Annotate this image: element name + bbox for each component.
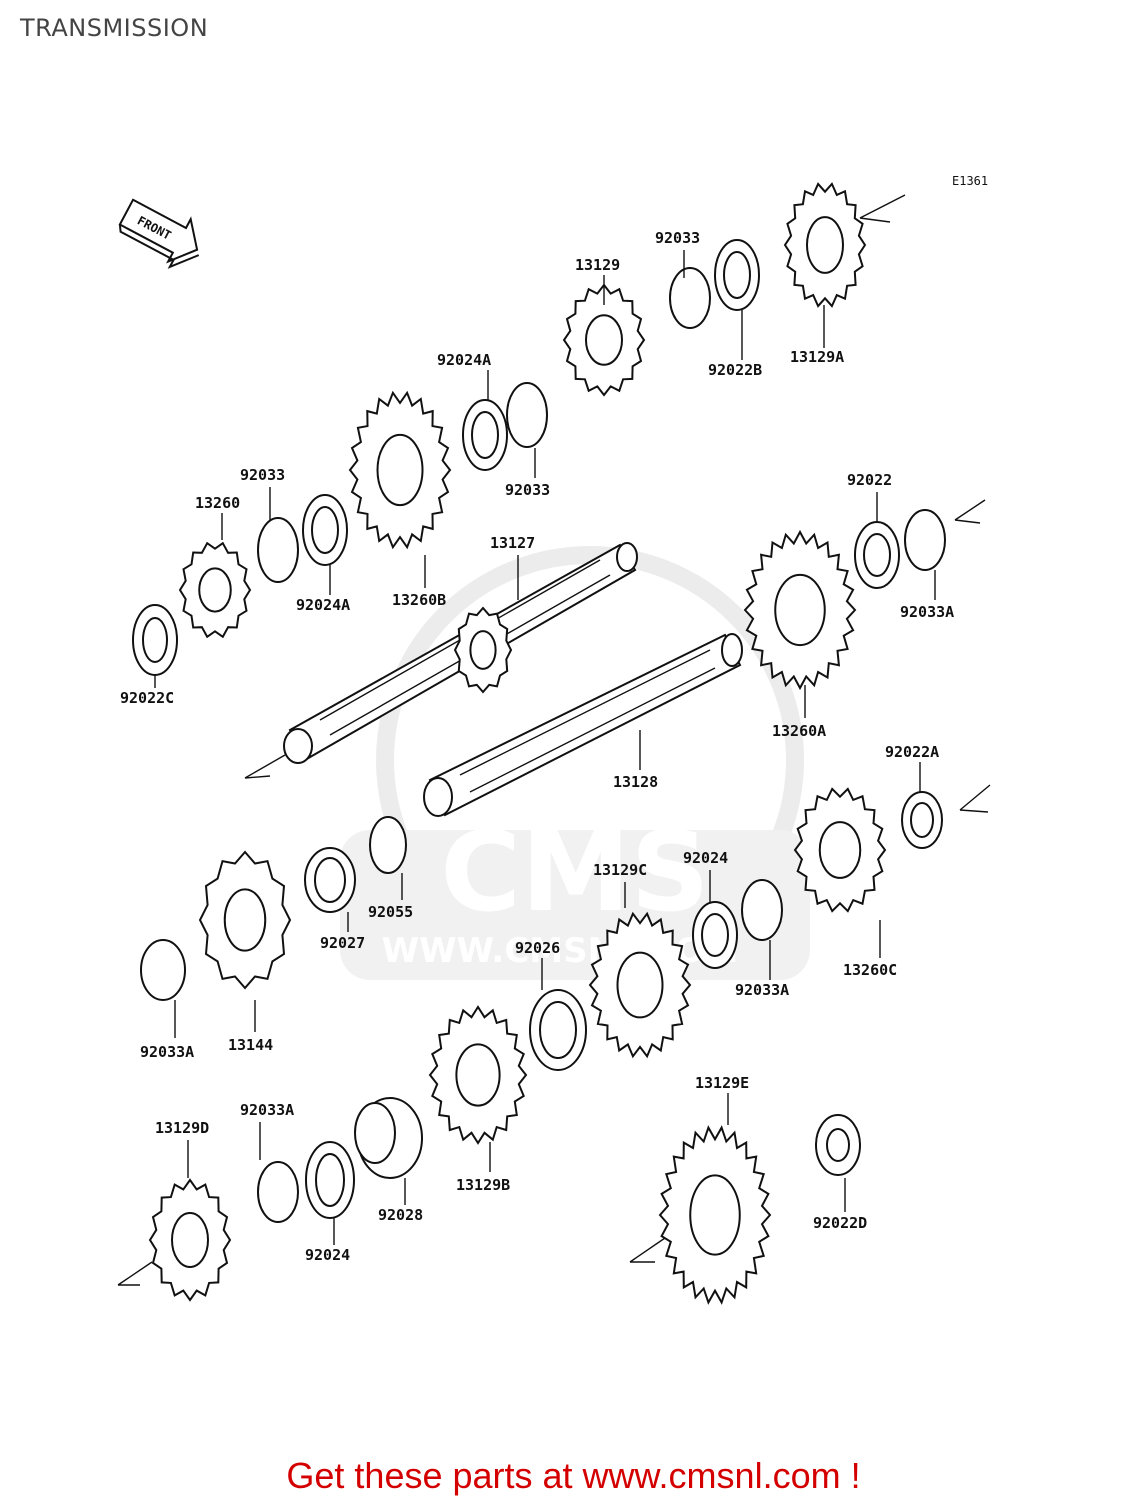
- part-label-92024-mid[interactable]: 92024: [683, 849, 728, 867]
- part-label-13260a[interactable]: 13260A: [772, 722, 826, 740]
- part-label-92033a-low[interactable]: 92033A: [240, 1101, 294, 1119]
- part-label-13260b[interactable]: 13260B: [392, 591, 446, 609]
- part-label-92022b[interactable]: 92022B: [708, 361, 762, 379]
- part-label-13260[interactable]: 13260: [195, 494, 240, 512]
- part-label-92024-low[interactable]: 92024: [305, 1246, 350, 1264]
- part-label-92028[interactable]: 92028: [378, 1206, 423, 1224]
- ring-92033a-right: [904, 509, 946, 571]
- diagram-code: E1361: [952, 174, 988, 188]
- part-label-92033-mid[interactable]: 92033: [505, 481, 550, 499]
- part-label-13127[interactable]: 13127: [490, 534, 535, 552]
- part-label-92022d[interactable]: 92022D: [813, 1214, 867, 1232]
- sprocket-13144: [198, 850, 292, 990]
- part-label-92033a-right[interactable]: 92033A: [900, 603, 954, 621]
- part-label-92022[interactable]: 92022: [847, 471, 892, 489]
- washers-group: [132, 239, 946, 1223]
- gear-13129d: [148, 1178, 232, 1302]
- part-label-13129[interactable]: 13129: [575, 256, 620, 274]
- ring-92033-top: [669, 267, 711, 329]
- part-label-92024a-lower[interactable]: 92024A: [296, 596, 350, 614]
- gear-13129b: [428, 1005, 528, 1145]
- ring-92033-mid: [506, 382, 548, 448]
- part-label-92033-top[interactable]: 92033: [655, 229, 700, 247]
- leader-lines: [154, 250, 936, 1245]
- footer-shop-link[interactable]: Get these parts at www.cmsnl.com !: [286, 1455, 861, 1496]
- part-label-13129a[interactable]: 13129A: [790, 348, 844, 366]
- part-label-92033a-mid[interactable]: 92033A: [735, 981, 789, 999]
- part-label-13129d[interactable]: 13129D: [155, 1119, 209, 1137]
- part-label-13128[interactable]: 13128: [613, 773, 658, 791]
- gears-group: [148, 182, 887, 1305]
- gear-13129a: [783, 182, 867, 308]
- gear-13260b: [348, 390, 452, 550]
- gear-13129: [562, 283, 646, 397]
- ring-92055: [369, 816, 407, 874]
- gear-13260a: [743, 529, 857, 691]
- gear-13129c: [588, 911, 692, 1059]
- axis-arrows: [117, 194, 991, 1286]
- front-arrow-icon: FRONT: [118, 198, 200, 269]
- part-label-92033a-left[interactable]: 92033A: [140, 1043, 194, 1061]
- part-label-13260c[interactable]: 13260C: [843, 961, 897, 979]
- part-labels: 13129A 92022B 92033 13129 92024A 92033 1…: [120, 229, 954, 1264]
- part-label-13129e[interactable]: 13129E: [695, 1074, 749, 1092]
- watermark-text: CMS: [440, 808, 709, 936]
- gear-13260: [178, 541, 252, 639]
- page-title: TRANSMISSION: [20, 14, 209, 42]
- part-label-92024a-upper[interactable]: 92024A: [437, 351, 491, 369]
- part-label-92022c[interactable]: 92022C: [120, 689, 174, 707]
- part-label-13129b[interactable]: 13129B: [456, 1176, 510, 1194]
- cmsnl-watermark: CMS WWW.CMSNL.COM: [340, 546, 810, 980]
- shaft-13128: [423, 633, 743, 817]
- gear-13260c: [793, 787, 887, 913]
- ring-92033a-mid: [741, 879, 783, 941]
- part-label-13144[interactable]: 13144: [228, 1036, 273, 1054]
- ring-92033a-left: [140, 939, 186, 1001]
- gear-13129e: [658, 1125, 772, 1305]
- part-label-92027[interactable]: 92027: [320, 934, 365, 952]
- part-label-13129c[interactable]: 13129C: [593, 861, 647, 879]
- part-label-92022a[interactable]: 92022A: [885, 743, 939, 761]
- part-label-92055[interactable]: 92055: [368, 903, 413, 921]
- ring-92033a-low: [257, 1161, 299, 1223]
- part-label-92026[interactable]: 92026: [515, 939, 560, 957]
- ring-92033-left: [257, 517, 299, 583]
- gear-13127-integral: [453, 606, 513, 694]
- transmission-exploded-diagram: CMS WWW.CMSNL.COM FRONT E1361: [117, 174, 991, 1305]
- part-label-92033-left[interactable]: 92033: [240, 466, 285, 484]
